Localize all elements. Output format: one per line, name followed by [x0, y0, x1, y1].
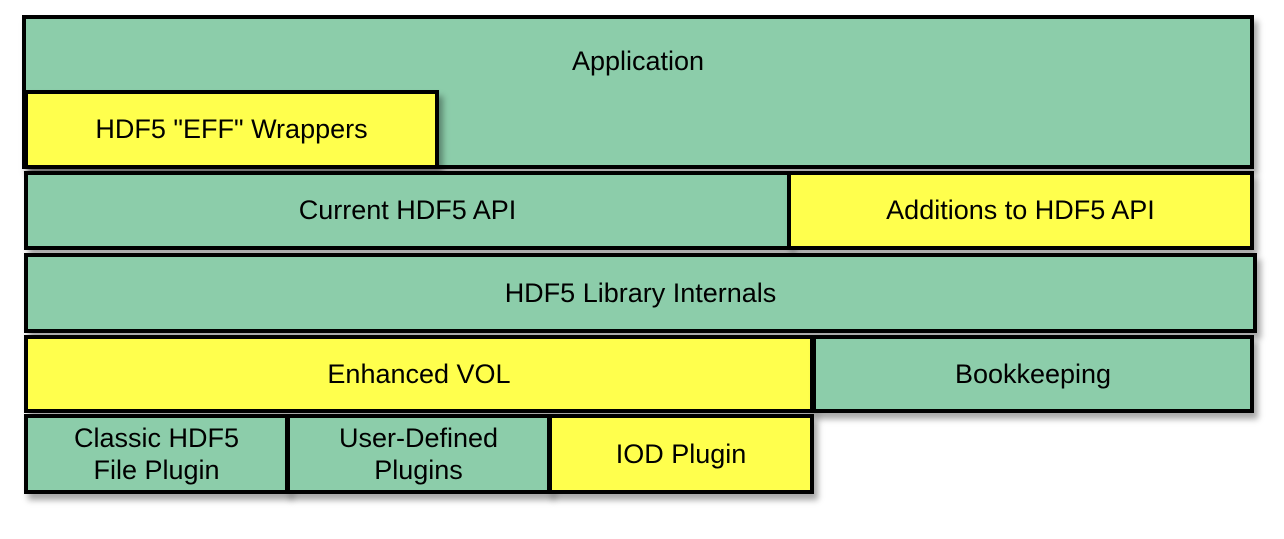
classic-plugin-block: Classic HDF5 File Plugin [24, 414, 289, 494]
application-label: Application [571, 46, 705, 76]
bookkeeping-block: Bookkeeping [812, 335, 1254, 413]
bookkeeping-label: Bookkeeping [954, 358, 1112, 389]
iod-plugin-block: IOD Plugin [548, 414, 814, 494]
library-internals-label: HDF5 Library Internals [504, 277, 777, 308]
current-api-block: Current HDF5 API [24, 171, 791, 250]
enhanced-vol-block: Enhanced VOL [24, 335, 814, 413]
api-additions-label: Additions to HDF5 API [886, 195, 1155, 226]
classic-plugin-label: Classic HDF5 File Plugin [74, 422, 239, 487]
eff-wrappers-label: HDF5 "EFF" Wrappers [95, 114, 368, 145]
user-plugins-line1: User-Defined [338, 422, 499, 453]
api-additions-block: Additions to HDF5 API [787, 171, 1254, 250]
user-plugins-line2: Plugins [374, 455, 463, 485]
user-plugins-block: User-Defined Plugins [286, 414, 551, 494]
eff-wrappers-block: HDF5 "EFF" Wrappers [24, 90, 439, 169]
user-plugins-label: User-Defined Plugins [339, 422, 498, 487]
enhanced-vol-label: Enhanced VOL [327, 358, 511, 389]
iod-plugin-label: IOD Plugin [615, 438, 747, 469]
current-api-label: Current HDF5 API [298, 195, 517, 226]
classic-plugin-line1: Classic HDF5 [73, 422, 240, 453]
library-internals-block: HDF5 Library Internals [24, 253, 1257, 333]
classic-plugin-line2: File Plugin [93, 455, 220, 485]
